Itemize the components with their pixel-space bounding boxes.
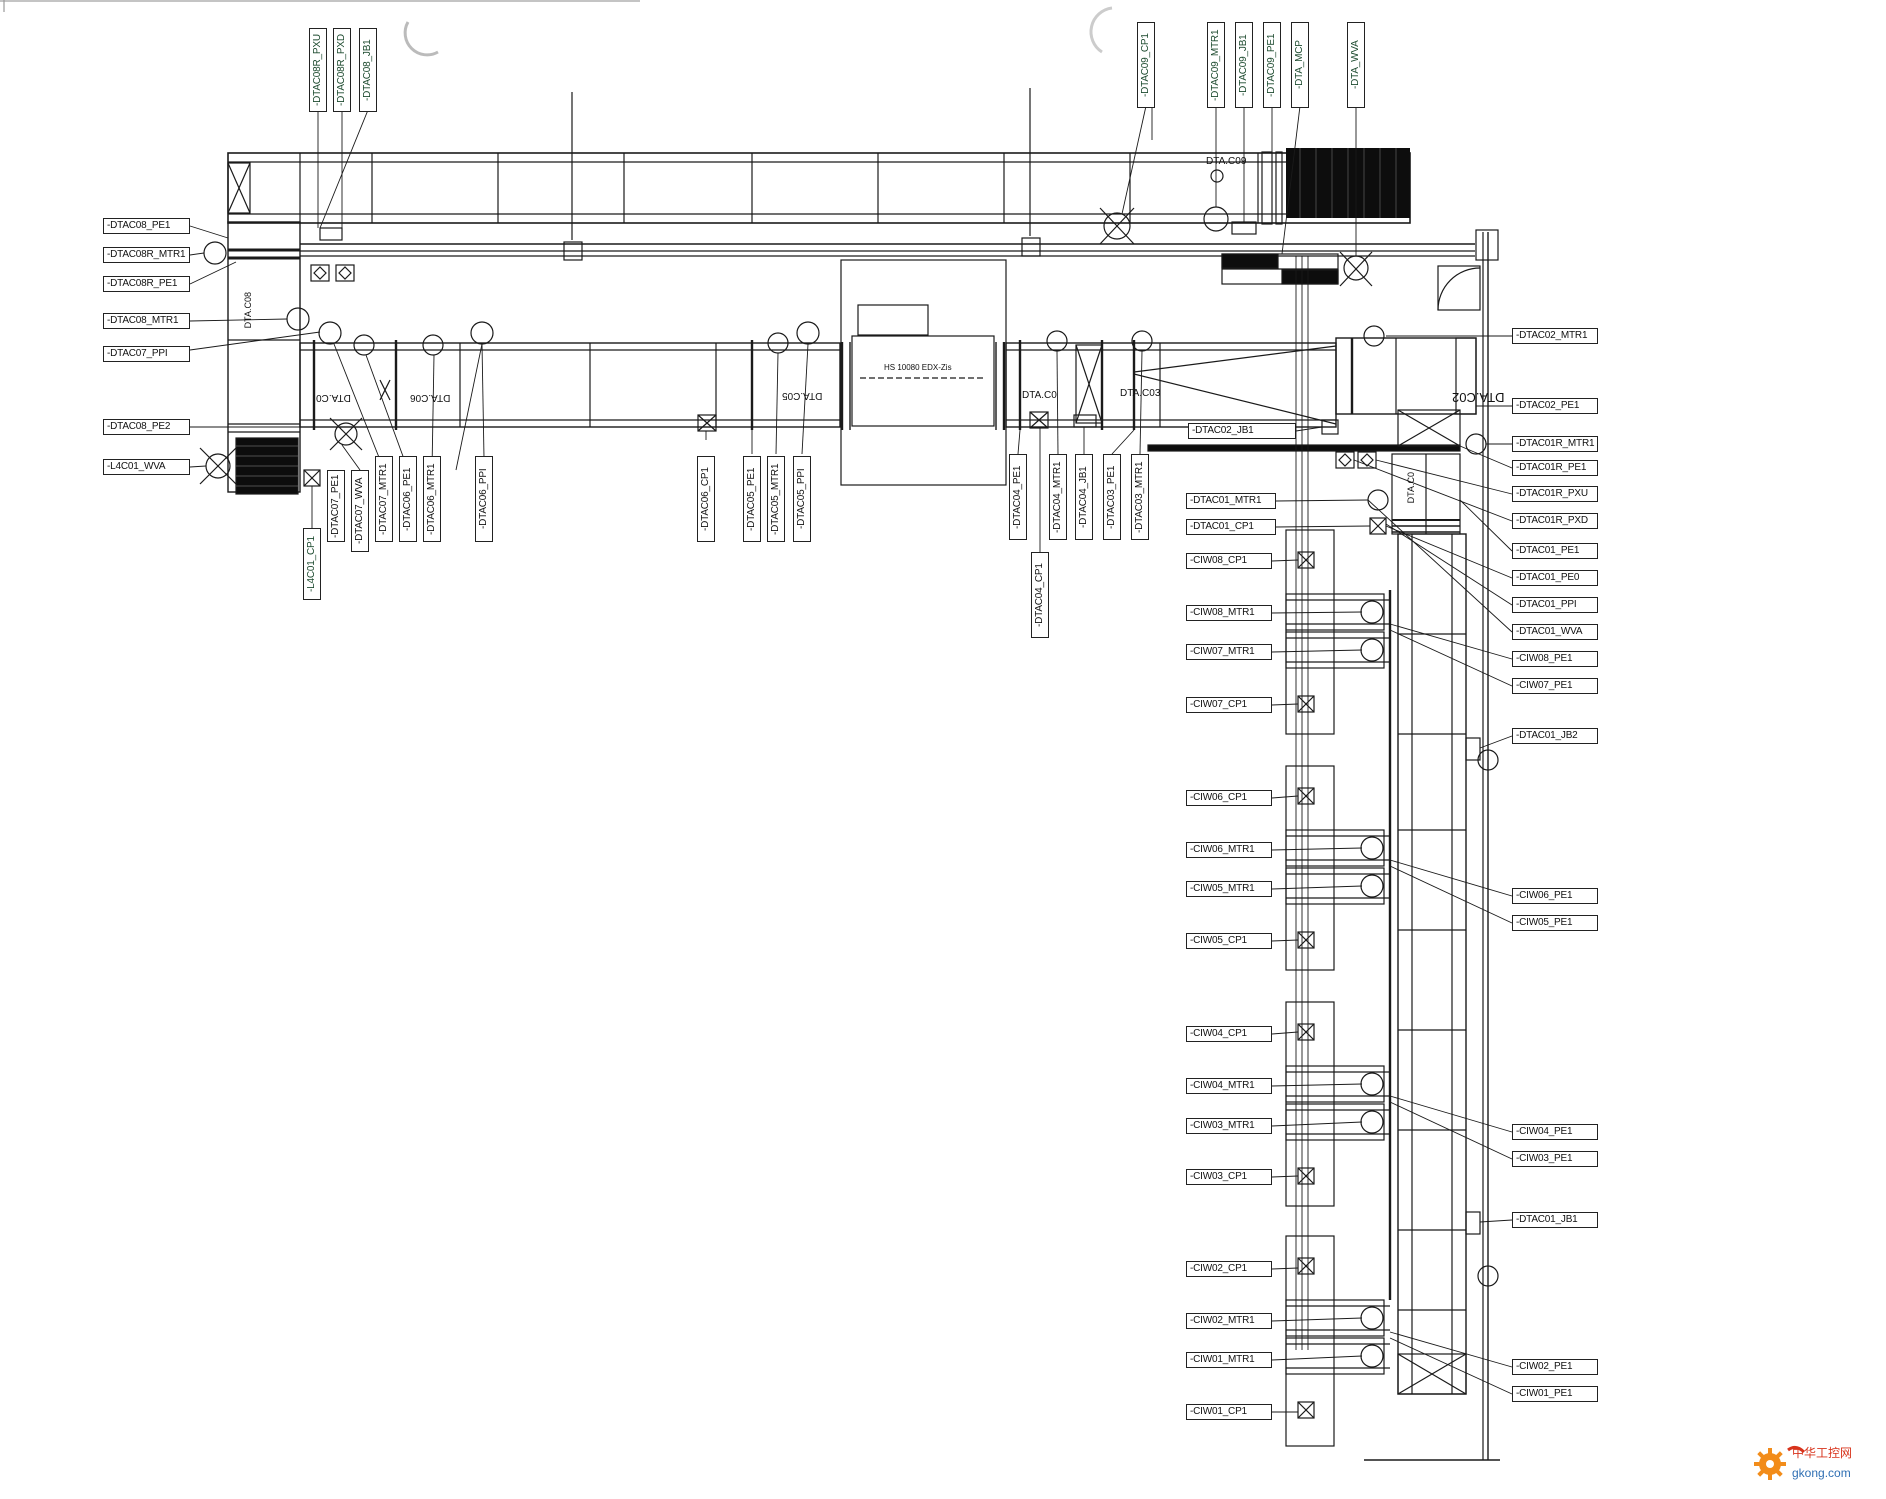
tag-label: -DTAC07_WVA — [351, 470, 369, 552]
tag-label: -CIW06_MTR1 — [1186, 842, 1272, 858]
tag-label: -CIW03_CP1 — [1186, 1169, 1272, 1185]
tag-label: -CIW04_CP1 — [1186, 1026, 1272, 1042]
tag-label: -DTAC04_PE1 — [1009, 454, 1027, 540]
tag-label: -DTAC01_JB2 — [1512, 728, 1598, 744]
tag-label: -DTAC02_JB1 — [1188, 423, 1296, 439]
tag-label: -DTAC02_PE1 — [1512, 398, 1598, 414]
tag-label: -CIW06_CP1 — [1186, 790, 1272, 806]
tag-label: -CIW07_MTR1 — [1186, 644, 1272, 660]
watermark-domain: gkong.com — [1792, 1466, 1851, 1480]
tag-label: -CIW01_PE1 — [1512, 1386, 1598, 1402]
gear-icon — [1754, 1445, 1806, 1480]
conveyor-tag: DTA.C09 — [1206, 156, 1247, 167]
tag-label: -DTAC08_PE2 — [103, 419, 190, 435]
tag-label: -CIW04_PE1 — [1512, 1124, 1598, 1140]
tag-label: -DTAC01_JB1 — [1512, 1212, 1598, 1228]
tag-label: -DTAC01_WVA — [1512, 624, 1598, 640]
tag-label: -DTAC01_MTR1 — [1186, 493, 1276, 509]
watermark-brand: 中华工控网 — [1792, 1446, 1853, 1460]
conveyor-main-line — [299, 259, 1477, 486]
conveyor-tag: DTA.C0 — [1406, 472, 1416, 504]
tag-label: -CIW08_CP1 — [1186, 553, 1272, 569]
tag-label: -DTAC09_MTR1 — [1207, 22, 1225, 108]
gkong-watermark: 中华工控网 gkong.com — [1748, 1438, 1878, 1494]
tag-label: -DTAC03_MTR1 — [1131, 454, 1149, 540]
tag-label: -DTAC05_PPI — [793, 456, 811, 542]
tag-label: -CIW02_MTR1 — [1186, 1313, 1272, 1329]
tag-label: -CIW05_MTR1 — [1186, 881, 1272, 897]
tag-label: -CIW06_PE1 — [1512, 888, 1598, 904]
tag-label: -CIW02_PE1 — [1512, 1359, 1598, 1375]
tag-label: -DTAC09_JB1 — [1235, 22, 1253, 108]
conveyor-tag: DTA.C03 — [1120, 388, 1161, 399]
tag-label: -L4C01_WVA — [103, 459, 190, 475]
conveyor-vertical — [1295, 232, 1500, 1461]
tag-label: -DTAC01_PE0 — [1512, 570, 1598, 586]
tag-label: -DTAC08R_PXD — [333, 28, 351, 112]
tag-label: -DTAC08R_PE1 — [103, 276, 190, 292]
tag-label: -DTAC05_PE1 — [743, 456, 761, 542]
tag-label: -DTAC09_PE1 — [1263, 22, 1281, 108]
conveyor-tag: DTA.C02 — [1452, 390, 1505, 405]
tag-label: -CIW03_MTR1 — [1186, 1118, 1272, 1134]
tag-label: -CIW04_MTR1 — [1186, 1078, 1272, 1094]
tag-label: -DTAC01R_MTR1 — [1512, 436, 1598, 452]
tag-label: -DTA_WVA — [1347, 22, 1365, 108]
tag-label: -DTAC08R_MTR1 — [103, 247, 190, 263]
tag-label: -CIW08_MTR1 — [1186, 605, 1272, 621]
tag-label: -CIW03_PE1 — [1512, 1151, 1598, 1167]
tag-label: -DTAC09_CP1 — [1137, 22, 1155, 108]
tag-label: -CIW01_CP1 — [1186, 1404, 1272, 1420]
conveyor-tag: DTA.C08 — [243, 292, 253, 329]
tag-label: -DTAC06_MTR1 — [423, 456, 441, 542]
tag-label: -DTAC07_PE1 — [327, 470, 345, 542]
conveyor-tag: DTA.C0 — [316, 392, 351, 403]
tag-label: -DTAC01R_PXD — [1512, 513, 1598, 529]
tag-label: -DTAC01_CP1 — [1186, 519, 1276, 535]
tag-label: -DTAC01_PE1 — [1512, 543, 1598, 559]
tag-label: -DTAC04_MTR1 — [1049, 454, 1067, 540]
machine-label: HS 10080 EDX-Zis — [884, 363, 952, 372]
conveyor-tag: DTA.C0 — [1022, 390, 1057, 401]
tag-label: -DTA_MCP — [1291, 22, 1309, 108]
tag-label: -DTAC04_JB1 — [1075, 454, 1093, 540]
tag-label: -DTAC06_CP1 — [697, 456, 715, 542]
tag-label: -CIW02_CP1 — [1186, 1261, 1272, 1277]
tag-label: -CIW07_PE1 — [1512, 678, 1598, 694]
tag-label: -CIW05_PE1 — [1512, 915, 1598, 931]
conveyor-c08 — [199, 221, 355, 495]
tag-label: -DTAC05_MTR1 — [767, 456, 785, 542]
tag-label: -CIW07_CP1 — [1186, 697, 1272, 713]
tag-label: -DTAC08_PE1 — [103, 218, 190, 234]
tag-label: -CIW05_CP1 — [1186, 933, 1272, 949]
tag-label: -DTAC06_PPI — [475, 456, 493, 542]
tag-label: -DTAC08_JB1 — [359, 28, 377, 112]
tag-label: -DTAC02_MTR1 — [1512, 328, 1598, 344]
tag-label: -DTAC08R_PXU — [309, 28, 327, 112]
tag-label: -CIW01_MTR1 — [1186, 1352, 1272, 1368]
tag-label: -DTAC04_CP1 — [1031, 552, 1049, 638]
tag-label: -DTAC01R_PE1 — [1512, 460, 1598, 476]
conveyor-c09 — [227, 148, 1411, 245]
tag-label: -DTAC07_MTR1 — [375, 456, 393, 542]
tag-label: -DTAC01_PPI — [1512, 597, 1598, 613]
tag-label: -DTAC01R_PXU — [1512, 486, 1598, 502]
tag-label: -DTAC03_PE1 — [1103, 454, 1121, 540]
tag-label: -DTAC06_PE1 — [399, 456, 417, 542]
tag-label: -DTAC07_PPI — [103, 346, 190, 362]
tag-label: -DTAC08_MTR1 — [103, 313, 190, 329]
tag-label: -L4C01_CP1 — [303, 528, 321, 600]
conveyor-tag: DTA.C05 — [782, 390, 823, 401]
conveyor-tag: DTA.C06 — [410, 392, 451, 403]
tag-label: -CIW08_PE1 — [1512, 651, 1598, 667]
